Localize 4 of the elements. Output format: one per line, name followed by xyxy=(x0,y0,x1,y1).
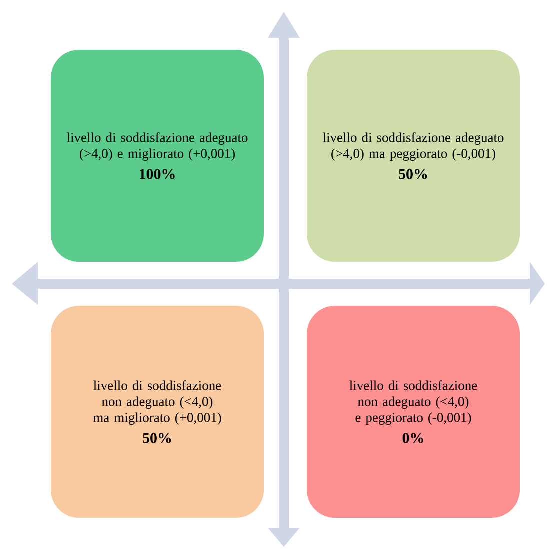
quadrant-box: livello di soddisfazione non adeguato (<4,0) e peggiorato (-0,001) 0% xyxy=(307,306,520,518)
quadrant-box: livello di soddisfazione adeguato (>4,0) e migliorato (+0,001) 100% xyxy=(51,50,264,262)
quadrant-box: livello di soddisfazione non adeguato (<4,0) ma migliorato (+0,001) 50% xyxy=(51,306,264,518)
quadrant-box: livello di soddisfazione adeguato (>4,0) ma peggiorato (-0,001) 50% xyxy=(307,50,520,262)
